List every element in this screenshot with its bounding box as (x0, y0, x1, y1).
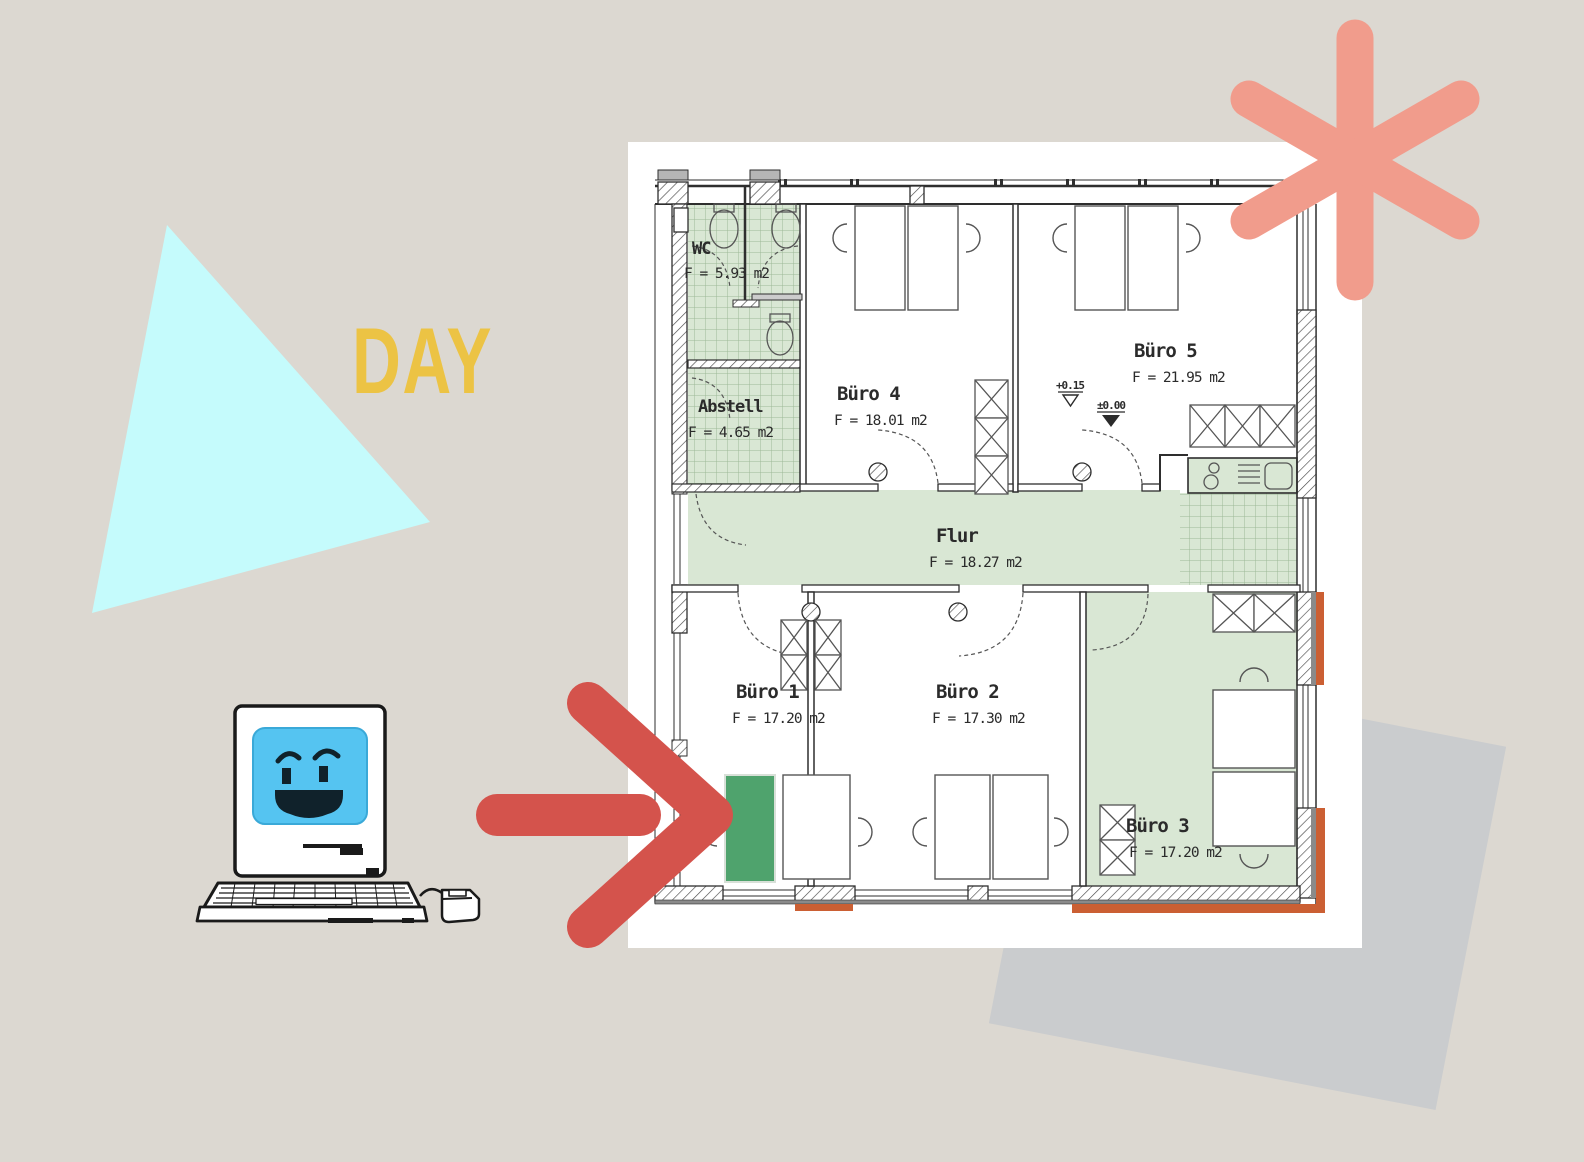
cabinets (780, 379, 1296, 876)
wc-fixtures (691, 186, 803, 421)
arrow-right-icon (476, 682, 733, 948)
room-area: F = 18.01 m2 (834, 413, 927, 429)
room-area: F = 17.20 m2 (732, 711, 825, 727)
room-area: F = 4.65 m2 (688, 425, 773, 441)
room-area: F = 18.27 m2 (929, 555, 1022, 571)
room-area: F = 21.95 m2 (1132, 370, 1225, 386)
room-label: Abstell (698, 397, 763, 417)
room-label: Flur (936, 525, 978, 547)
kitchen-sink (1187, 457, 1298, 494)
svg-text:+0.15: +0.15 (1056, 379, 1084, 392)
room-area: F = 17.20 m2 (1129, 845, 1222, 861)
walls (654, 169, 1317, 912)
room-label: Büro 5 (1134, 340, 1197, 362)
room-labels: WC F = 5.93 m2 Abstell F = 4.65 m2 Büro … (684, 239, 1226, 861)
floor-plan-panel: WC F = 5.93 m2 Abstell F = 4.65 m2 Büro … (628, 142, 1362, 948)
door-posts (801, 462, 1092, 622)
room-area: F = 5.93 m2 (684, 266, 769, 282)
level-markers: +0.15 ±0.00 (1056, 379, 1126, 427)
room-label: WC (692, 239, 710, 259)
day-label: DAY (352, 308, 494, 413)
door-swings (695, 429, 1149, 657)
room-label: Büro 2 (936, 681, 999, 703)
orange-accents (795, 592, 1325, 913)
room-label: Büro 3 (1126, 815, 1189, 837)
triangle-shape (92, 225, 430, 613)
room-area: F = 17.30 m2 (932, 711, 1025, 727)
room-label: Büro 1 (736, 681, 799, 703)
asterisk-icon (1230, 19, 1480, 301)
svg-text:±0.00: ±0.00 (1097, 399, 1125, 412)
room-label: Büro 4 (837, 383, 900, 405)
green-zones (688, 204, 1297, 886)
happy-mac-icon (195, 704, 481, 924)
